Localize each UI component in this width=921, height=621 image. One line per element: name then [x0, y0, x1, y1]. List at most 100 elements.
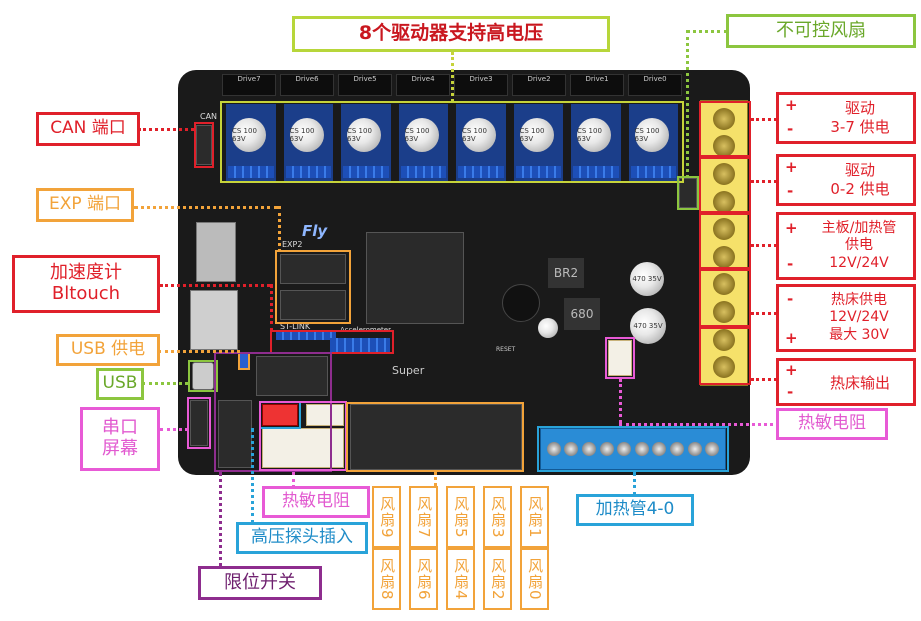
plus-sign: +	[785, 96, 798, 114]
buzzer	[502, 284, 540, 322]
exp-frame	[275, 250, 351, 324]
label-serial-line2: 屏幕	[102, 438, 138, 459]
terminal-screw	[634, 442, 649, 456]
terminal-screw	[713, 135, 735, 158]
driver-module: CS 100 63V	[283, 104, 333, 182]
driver-module: CS 100 63V	[628, 104, 678, 182]
power-frame-4	[699, 269, 751, 327]
uncontrolled-fan-connector	[679, 178, 697, 208]
minus-sign: -	[787, 255, 794, 273]
pin-row	[400, 166, 446, 178]
driver-module: CS 100 63V	[398, 104, 448, 182]
fan-label: 风扇5	[446, 486, 475, 548]
pin-row	[343, 166, 389, 178]
can-connector	[196, 125, 212, 165]
fans-frame	[346, 402, 524, 472]
capacitor: CS 100 63V	[347, 118, 381, 152]
capacitor: CS 100 63V	[634, 118, 669, 152]
leader-power-4	[751, 312, 777, 315]
terminal-screw	[599, 442, 614, 456]
leader-hvprobe	[251, 428, 254, 524]
power-label-5-text: 热床输出	[829, 373, 890, 392]
power-label-2-text: 驱动 0-2 供电	[807, 157, 913, 203]
power-label-3-text: 主板/加热管 供电 12V/24V	[805, 215, 913, 277]
power-label-3-line2: 供电	[845, 237, 873, 254]
terminal-screw	[713, 107, 735, 130]
label-fan-unctrl: 不可控风扇	[726, 14, 916, 48]
capacitor: CS 100 63V	[462, 118, 496, 152]
can-frame	[194, 122, 214, 168]
plus-sign: +	[785, 361, 798, 379]
power-label-4-text: 热床供电 12V/24V 最大 30V	[805, 287, 913, 349]
label-serial: 串口 屏幕	[80, 407, 160, 471]
plus-sign: +	[785, 219, 798, 237]
power-frame-1	[699, 101, 751, 157]
usb-port	[192, 362, 214, 390]
terminal-screw	[713, 162, 735, 185]
leader-accel-v	[270, 284, 273, 332]
power-label-4-line2: 12V/24V	[829, 309, 889, 326]
terminal-screw	[546, 442, 561, 456]
label-limit: 限位开关	[198, 566, 322, 600]
inductor-680: 680	[564, 298, 600, 330]
power-label-3: + - 主板/加热管 供电 12V/24V	[776, 212, 916, 280]
fan-connectors	[350, 404, 522, 470]
therm-left-frame	[259, 401, 347, 471]
serial-connector	[190, 400, 208, 446]
power-frame-2	[699, 157, 751, 213]
power-label-3-line3: 12V/24V	[829, 254, 889, 271]
power-label-2-line2: 0-2 供电	[830, 180, 890, 198]
br2-inductor: BR2	[548, 258, 584, 288]
can-silk: CAN	[200, 112, 218, 121]
terminal-screw	[713, 273, 735, 296]
fan-label: 风扇8	[372, 548, 401, 610]
sd-card-slot	[190, 290, 238, 350]
driver-module: CS 100 63V	[513, 104, 563, 182]
heater-frame	[537, 426, 729, 472]
fly-logo: Fly	[302, 222, 328, 240]
label-accel-line1: 加速度计	[50, 262, 122, 284]
power-label-4-line3: 最大 30V	[829, 326, 889, 343]
terminal-screw	[652, 442, 667, 456]
leader-heater	[633, 472, 636, 496]
super-silk: Super	[392, 364, 425, 377]
terminal-screw	[713, 218, 735, 241]
label-hv-probe: 高压探头插入	[236, 522, 368, 554]
wifi-module	[196, 222, 236, 282]
power-label-2-line1: 驱动	[844, 161, 875, 180]
driver-module: CS 100 63V	[341, 104, 391, 182]
terminal-screw	[617, 442, 632, 456]
heater-terminal-block	[540, 428, 726, 470]
terminal-screw	[564, 442, 579, 456]
cap-470-b: 470 35V	[630, 308, 666, 344]
minus-sign: -	[787, 120, 794, 138]
power-label-4-line1: 热床供电	[831, 291, 887, 308]
leader-power-2	[751, 180, 777, 183]
exp2-header-top	[280, 254, 346, 284]
label-drivers: 8个驱动器支持高电压	[292, 16, 610, 52]
leader-limit-v	[219, 472, 222, 580]
thermistor-connector-right	[608, 340, 632, 376]
leader-accel	[160, 284, 270, 287]
label-heater: 加热管4-0	[576, 494, 694, 526]
pin-row	[228, 166, 274, 178]
driver-modules: CS 100 63V CS 100 63V CS 100 63V CS 100 …	[226, 104, 678, 182]
driver-module: CS 100 63V	[571, 104, 621, 182]
label-serial-line1: 串口	[102, 417, 138, 439]
fan-label: 风扇1	[520, 486, 549, 548]
capacitor: CS 100 63V	[519, 118, 554, 152]
terminal-screw	[713, 300, 735, 323]
thermistor-connector-top	[306, 404, 344, 426]
leader-power-3	[751, 244, 777, 247]
fan-labels-bottom: 风扇8 风扇6 风扇4 风扇2 风扇0	[372, 548, 549, 610]
fan-label: 风扇0	[520, 548, 549, 610]
exp2-silk: EXP2	[282, 240, 303, 249]
power-frame-5	[699, 327, 751, 385]
leader-therm-left	[292, 472, 295, 488]
drivers-frame	[220, 101, 684, 183]
terminal-screw	[687, 442, 702, 456]
driver-slot-4: Drive4	[396, 74, 450, 96]
driver-module: CS 100 63V	[226, 104, 276, 182]
leader-usb	[142, 382, 188, 385]
label-exp: EXP 端口	[36, 188, 134, 222]
